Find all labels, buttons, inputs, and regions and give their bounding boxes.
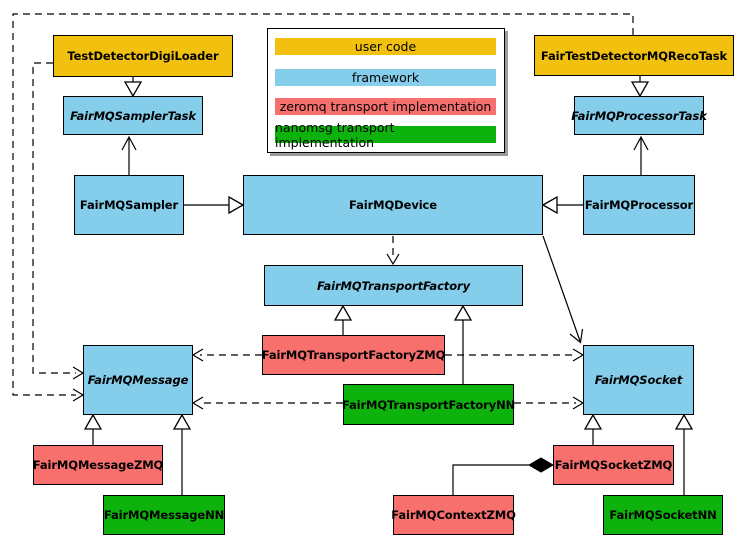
edge-factorynn-message-dashed — [191, 396, 343, 410]
node-fairmqmessagezmq: FairMQMessageZMQ — [33, 445, 163, 485]
legend: user code framework zeromq transport imp… — [267, 28, 505, 153]
node-fairmqmessagenn: FairMQMessageNN — [103, 495, 225, 535]
edge-factoryzmq-transportfactory-inherit — [333, 304, 353, 335]
edge-digiloader-samplertask-inherit — [123, 77, 143, 98]
edge-recotask-processortask-inherit — [630, 76, 650, 98]
node-fairmqprocessortask: FairMQProcessorTask — [571, 96, 707, 135]
edge-device-socket-arrow — [542, 235, 584, 344]
node-fairmqsocketnn: FairMQSocketNN — [603, 495, 723, 535]
legend-nanomsg: nanomsg transport implementation — [275, 120, 496, 150]
node-fairmqprocessor: FairMQProcessor — [583, 175, 695, 235]
edge-messagenn-message-inherit — [172, 413, 192, 495]
edge-factoryzmq-socket-dashed — [445, 348, 585, 362]
node-fairtestdetectormqrecotask: FairTestDetectorMQRecoTask — [534, 35, 734, 76]
edge-factorynn-transportfactory-inherit — [453, 304, 473, 384]
node-testdetectordigiloader: TestDetectorDigiLoader — [53, 35, 233, 77]
edge-factorynn-socket-dashed — [514, 396, 585, 410]
edge-socketzmq-socket-inherit — [583, 413, 603, 445]
node-fairmqsamplertask: FairMQSamplerTask — [63, 96, 203, 135]
edge-sampler-samplertask-arrow — [121, 135, 137, 175]
edge-sampler-device-inherit — [184, 195, 245, 215]
legend-user-code: user code — [275, 38, 496, 55]
edge-processor-device-inherit — [541, 195, 583, 215]
legend-framework: framework — [275, 69, 496, 86]
node-fairmqcontextzmq: FairMQContextZMQ — [391, 495, 516, 535]
node-fairmqmessage: FairMQMessage — [83, 345, 193, 415]
edge-factoryzmq-message-dashed — [191, 348, 262, 362]
node-fairmqsocketzmq: FairMQSocketZMQ — [553, 445, 674, 485]
node-fairmqtransportfactorynn: FairMQTransportFactoryNN — [342, 384, 515, 425]
edge-device-transportfactory-dashed — [386, 236, 400, 266]
node-fairmqtransportfactory: FairMQTransportFactory — [264, 265, 523, 306]
node-fairmqdevice: FairMQDevice — [243, 175, 543, 235]
edge-contextzmq-socketzmq-composition — [452, 457, 554, 495]
node-fairmqsampler: FairMQSampler — [74, 175, 184, 235]
node-fairmqsocket: FairMQSocket — [583, 345, 694, 415]
edge-socketnn-socket-inherit — [674, 413, 694, 495]
edge-messagezmq-message-inherit — [83, 413, 103, 445]
node-fairmqtransportfactoryzmq: FairMQTransportFactoryZMQ — [262, 335, 445, 375]
legend-zeromq: zeromq transport implementation — [275, 98, 496, 115]
edge-processor-processortask-arrow — [633, 135, 649, 175]
